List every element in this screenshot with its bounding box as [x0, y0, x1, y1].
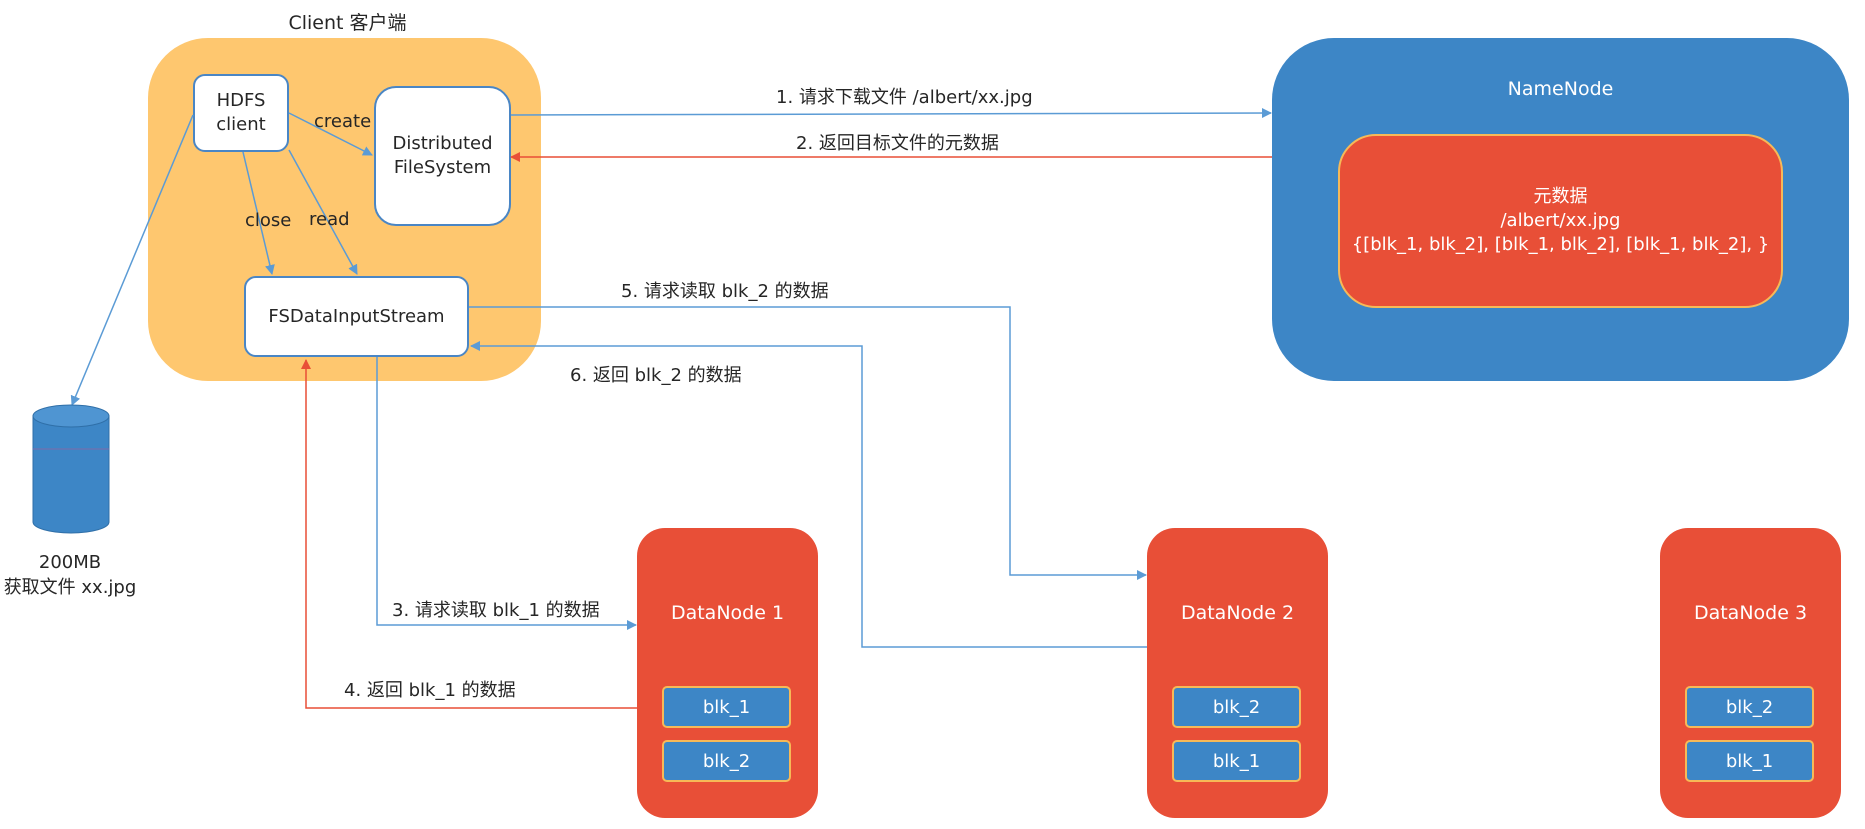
read-arrow: [288, 149, 358, 275]
datanode-2: DataNode 2 blk_2 blk_1: [1147, 528, 1328, 818]
datanode-3-block-2: blk_1: [1685, 740, 1814, 782]
return-blk1-arrow: [301, 359, 637, 709]
datanode-1-block-1: blk_1: [662, 686, 791, 728]
datanode-3: DataNode 3 blk_2 blk_1: [1660, 528, 1841, 818]
datanode-2-block-1: blk_2: [1172, 686, 1301, 728]
metadata-node: 元数据 /albert/xx.jpg {[blk_1, blk_2], [blk…: [1338, 134, 1783, 308]
datanode-2-title: DataNode 2: [1180, 602, 1295, 624]
datanode-1: DataNode 1 blk_1 blk_2: [637, 528, 818, 818]
edge-label-create: create: [314, 111, 372, 132]
edge-label-step4: 4. 返回 blk_1 的数据: [344, 680, 516, 701]
return-blk2-arrow: [470, 341, 1147, 648]
edge-label-step3: 3. 请求读取 blk_1 的数据: [392, 600, 600, 621]
edge-label-step2: 2. 返回目标文件的元数据: [796, 133, 999, 154]
datanode-1-block-2: blk_2: [662, 740, 791, 782]
close-arrow: [242, 151, 275, 275]
datanode-3-title: DataNode 3: [1693, 602, 1808, 624]
request-download-arrow: [510, 108, 1272, 119]
edge-label-step5: 5. 请求读取 blk_2 的数据: [621, 281, 829, 302]
edge-label-read: read: [309, 209, 350, 230]
edge-label-step1: 1. 请求下载文件 /albert/xx.jpg: [776, 87, 1033, 108]
fs-data-input-stream-node: FSDataInputStream: [244, 276, 469, 357]
create-arrow: [288, 112, 373, 156]
database-label: 200MB 获取文件 xx.jpg: [3, 552, 137, 598]
edge-label-step6: 6. 返回 blk_2 的数据: [570, 365, 742, 386]
datanode-2-block-2: blk_1: [1172, 740, 1301, 782]
fetch-file-arrow: [70, 114, 194, 406]
hdfs-client-node: HDFS client: [193, 74, 289, 152]
client-title: Client 客户端: [288, 12, 407, 34]
distributed-filesystem-node: Distributed FileSystem: [374, 86, 511, 226]
edge-label-close: close: [245, 210, 292, 231]
database-icon: [32, 404, 110, 534]
datanode-3-block-1: blk_2: [1685, 686, 1814, 728]
request-blk2-arrow: [469, 306, 1147, 580]
request-blk1-arrow: [376, 357, 637, 630]
namenode-title: NameNode: [1507, 78, 1614, 100]
datanode-1-title: DataNode 1: [670, 602, 785, 624]
